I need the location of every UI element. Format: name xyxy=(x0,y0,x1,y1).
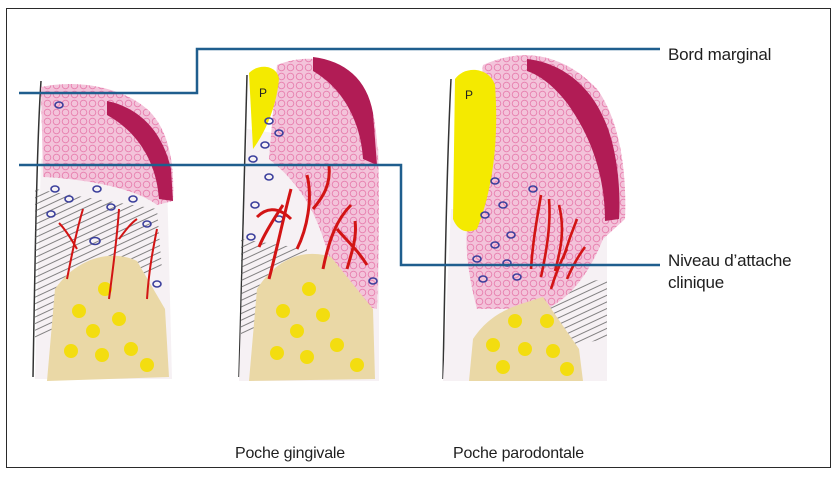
tooth-outline xyxy=(238,74,248,378)
bord-marginal-line xyxy=(19,47,660,95)
panel-gingival-pocket: P xyxy=(238,57,379,381)
vessels xyxy=(58,208,158,300)
keratin-layer xyxy=(313,57,377,165)
pocket xyxy=(249,66,279,149)
niveau-attache-label: Niveau d’attache clinique xyxy=(668,250,818,294)
bone-spots xyxy=(64,282,154,372)
nuclei xyxy=(46,101,162,288)
pocket-marker: P xyxy=(465,88,473,102)
niveau-attache-line xyxy=(19,163,660,267)
bone-spots xyxy=(486,314,574,376)
bone-spots xyxy=(270,282,364,372)
caption-periodontal-pocket: Poche parodontale xyxy=(453,445,584,462)
niveau-attache-label-line1: Niveau d’attache xyxy=(668,251,792,270)
figure-frame: P P xyxy=(6,8,831,468)
bord-marginal-label: Bord marginal xyxy=(668,45,772,64)
panel-healthy xyxy=(32,80,174,381)
epithelium-cells xyxy=(41,83,174,205)
periodontal-diagram: P P xyxy=(19,47,660,381)
nuclei xyxy=(472,177,538,283)
pocket-marker: P xyxy=(259,86,267,100)
keratin-layer xyxy=(107,101,173,201)
tooth-outline xyxy=(442,78,452,380)
bone xyxy=(469,297,583,381)
caption-gingival-pocket: Poche gingivale xyxy=(235,445,345,462)
keratin-layer xyxy=(527,59,620,221)
vessels xyxy=(255,164,369,280)
niveau-attache-label-line2: clinique xyxy=(668,273,725,292)
panel-periodontal-pocket: P xyxy=(442,55,626,381)
pocket xyxy=(453,69,497,232)
